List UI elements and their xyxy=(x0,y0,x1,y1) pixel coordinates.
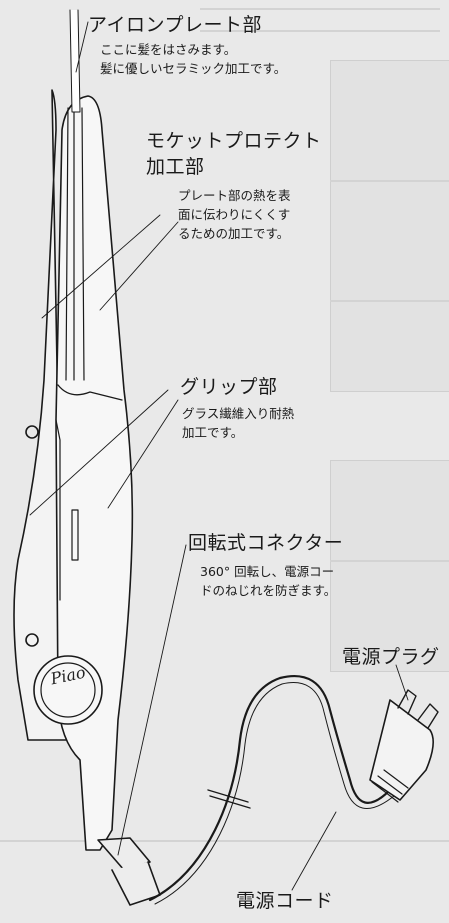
power-plug-prong xyxy=(417,703,439,729)
plug-title: 電源プラグ xyxy=(342,646,440,668)
iron-plate xyxy=(65,107,85,381)
background-rule xyxy=(330,300,449,302)
label-iron-plate: アイロンプレート部 xyxy=(88,10,262,37)
iron-plate-desc-line: 髪に優しいセラミック加工です。 xyxy=(100,61,287,76)
moquette-desc-line: 面に伝わりにくくす xyxy=(178,207,291,222)
leader-line-plate xyxy=(75,21,89,73)
iron-hole xyxy=(25,633,39,647)
logo-badge xyxy=(33,655,103,725)
grip-desc-line: 加工です。 xyxy=(182,425,244,440)
grip-section xyxy=(57,384,123,401)
connector-cap xyxy=(111,861,161,906)
background-rule xyxy=(200,8,440,10)
leader-line-grip xyxy=(29,389,169,516)
power-plug-prong xyxy=(397,689,417,715)
background-rule xyxy=(330,180,449,182)
connector-desc: 360° 回転し、電源コー ドのねじれを防ぎます。 xyxy=(200,562,336,600)
grip-desc-line: グラス繊維入り耐熱 xyxy=(182,406,295,421)
connector xyxy=(97,837,151,871)
leader-line-moquette xyxy=(99,221,179,311)
leader-line-connector xyxy=(117,544,187,856)
power-cord xyxy=(148,675,392,902)
logo-badge-ring xyxy=(40,662,96,718)
leader-line-cord xyxy=(291,811,337,891)
moquette-desc-line: プレート部の熱を表 xyxy=(178,188,291,203)
connector-desc-line: ドのねじれを防ぎます。 xyxy=(200,583,337,598)
iron-back-arm xyxy=(13,89,71,741)
background-panel xyxy=(330,460,449,672)
grip-section xyxy=(55,419,61,601)
iron-plate-title: アイロンプレート部 xyxy=(88,14,262,36)
grip-desc: グラス繊維入り耐熱 加工です。 xyxy=(182,404,294,442)
power-cord-inner xyxy=(154,682,395,905)
moquette-desc-line: るための加工です。 xyxy=(178,226,290,241)
connector-desc-line: 360° 回転し、電源コー xyxy=(200,564,335,579)
leader-line-grip xyxy=(107,399,179,509)
label-moquette: モケットプロテクト 加工部 xyxy=(146,128,322,180)
cord-title: 電源コード xyxy=(236,890,334,912)
background-rule xyxy=(330,560,449,562)
iron-plate-desc-line: ここに髪をはさみます。 xyxy=(100,42,237,57)
background-rule xyxy=(200,30,440,32)
moquette-desc: プレート部の熱を表 面に伝わりにくくす るための加工です。 xyxy=(178,186,291,243)
iron-hole xyxy=(25,425,39,439)
power-plug-ribs xyxy=(371,769,409,803)
cord-break-marks xyxy=(207,789,251,809)
background-panel xyxy=(330,60,449,392)
grip-title: グリップ部 xyxy=(180,376,278,398)
grip-slot xyxy=(71,509,79,561)
power-plug-body xyxy=(369,699,434,801)
iron-plate-desc: ここに髪をはさみます。 髪に優しいセラミック加工です。 xyxy=(100,40,286,78)
moquette-title-line: モケットプロテクト xyxy=(146,130,322,152)
leader-line-moquette xyxy=(41,214,161,319)
leader-line-plug xyxy=(395,664,409,701)
moquette-title-line: 加工部 xyxy=(146,156,205,178)
background-rule xyxy=(0,840,449,842)
connector-title: 回転式コネクター xyxy=(188,532,344,554)
